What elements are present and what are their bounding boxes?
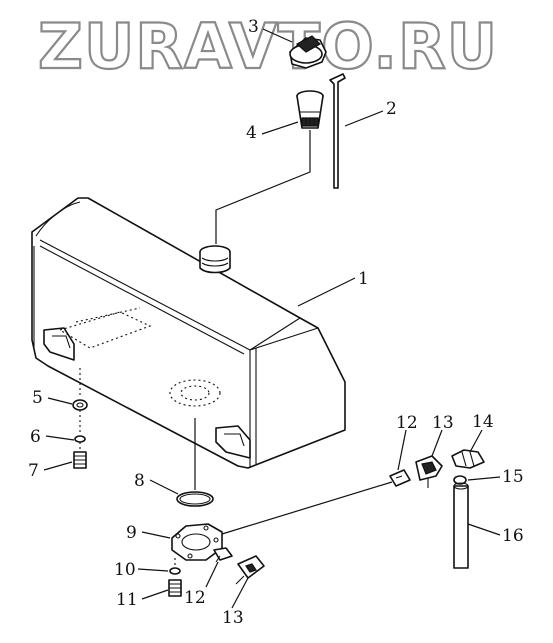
callout-13-lower: 13 — [222, 608, 244, 628]
callout-1: 1 — [358, 269, 369, 289]
washer-6 — [74, 435, 86, 443]
callout-6: 6 — [30, 427, 41, 447]
bolt-11 — [168, 579, 182, 597]
callout-2: 2 — [386, 99, 397, 119]
connector-upper — [389, 469, 411, 487]
connector-lower — [213, 547, 233, 563]
callout-5: 5 — [32, 388, 43, 408]
filler-cap — [289, 35, 327, 69]
callout-12-upper: 12 — [396, 413, 418, 433]
callout-13-upper: 13 — [432, 413, 454, 433]
connector-14 — [451, 449, 485, 469]
callout-8: 8 — [134, 471, 145, 491]
callout-11: 11 — [116, 590, 138, 610]
callout-14: 14 — [472, 412, 494, 432]
callout-4: 4 — [246, 123, 257, 143]
elbow-upper — [415, 455, 443, 488]
gauge-rod — [329, 73, 346, 189]
watermark-text: ZURAVTO.RU — [38, 10, 498, 83]
o-ring — [176, 491, 214, 507]
hose-clamp — [453, 475, 467, 485]
tank-cover — [171, 523, 223, 561]
elbow-lower — [235, 555, 265, 585]
fuel-tank — [31, 197, 346, 469]
washer-10 — [169, 567, 181, 575]
callout-9: 9 — [126, 523, 137, 543]
callout-16: 16 — [502, 526, 524, 546]
washer-5 — [72, 399, 88, 411]
callout-15: 15 — [502, 467, 524, 487]
callout-3: 3 — [248, 17, 259, 37]
bolt-7 — [73, 451, 87, 469]
callout-7: 7 — [28, 461, 39, 481]
strainer — [296, 90, 324, 129]
callout-10: 10 — [114, 560, 136, 580]
callout-12-lower: 12 — [184, 588, 206, 608]
hose — [453, 482, 469, 569]
